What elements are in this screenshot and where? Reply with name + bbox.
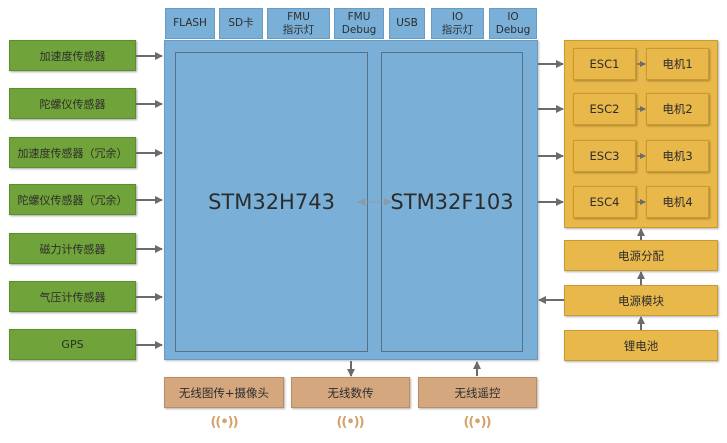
wireless-label: 无线数传 — [327, 385, 374, 400]
motor-1: 电机1 — [646, 48, 709, 80]
esc-2: ESC2 — [573, 93, 636, 125]
sensor-label: 陀螺仪传感器 — [39, 97, 106, 111]
peripheral-sd-card: SD卡 — [219, 8, 263, 39]
sensor-label: 磁力计传感器 — [39, 242, 106, 256]
motor-label: 电机1 — [662, 57, 693, 71]
fmu-processor: STM32H743 — [175, 52, 368, 352]
peripheral-sublabel: Debug — [341, 23, 377, 36]
power-distribution-label: 电源分配 — [618, 248, 664, 263]
sensor-magnetometer: 磁力计传感器 — [9, 233, 136, 264]
peripheral-label: IO — [507, 10, 519, 23]
motor-3: 电机3 — [646, 140, 709, 172]
io-processor-label: STM32F103 — [390, 190, 514, 214]
sensor-gyroscope: 陀螺仪传感器 — [9, 88, 136, 119]
power-module-label: 电源模块 — [618, 293, 664, 308]
battery-label: 锂电池 — [623, 338, 659, 353]
esc-1: ESC1 — [573, 48, 636, 80]
wireless-signal-icon: ((•)) — [194, 412, 254, 432]
sensor-label: 加速度传感器 — [39, 49, 106, 63]
power-module: 电源模块 — [564, 285, 718, 316]
motor-label: 电机3 — [662, 149, 693, 163]
peripheral-sublabel: 指示灯 — [441, 23, 474, 36]
peripheral-label: FMU — [287, 10, 310, 23]
wireless-remote-control: 无线遥控 — [418, 377, 537, 408]
sensor-barometer: 气压计传感器 — [9, 281, 136, 312]
motor-label: 电机4 — [662, 195, 693, 209]
sensor-accelerometer-redundant: 加速度传感器（冗余） — [9, 137, 136, 168]
fmu-processor-label: STM32H743 — [208, 190, 335, 214]
esc-label: ESC4 — [589, 195, 620, 209]
wireless-video-camera: 无线图传+摄像头 — [164, 377, 284, 408]
sensor-label: 陀螺仪传感器（冗余） — [17, 193, 128, 207]
motor-4: 电机4 — [646, 186, 709, 218]
wireless-label: 无线遥控 — [454, 385, 501, 400]
battery: 锂电池 — [564, 330, 718, 361]
signal-glyph: ((•)) — [463, 414, 491, 430]
esc-label: ESC2 — [589, 102, 620, 116]
signal-glyph: ((•)) — [336, 414, 364, 430]
sensor-label: 气压计传感器 — [39, 290, 106, 304]
esc-3: ESC3 — [573, 140, 636, 172]
peripheral-label: FMU — [347, 10, 371, 23]
motor-2: 电机2 — [646, 93, 709, 125]
signal-glyph: ((•)) — [210, 414, 238, 430]
wireless-telemetry: 无线数传 — [291, 377, 410, 408]
sensor-label: GPS — [61, 338, 84, 351]
peripheral-label: SD卡 — [228, 17, 254, 29]
esc-4: ESC4 — [573, 186, 636, 218]
peripheral-sublabel: 指示灯 — [282, 23, 315, 36]
wireless-signal-icon: ((•)) — [320, 412, 380, 432]
esc-label: ESC3 — [589, 149, 620, 163]
sensor-gyroscope-redundant: 陀螺仪传感器（冗余） — [9, 184, 136, 215]
io-processor: STM32F103 — [381, 52, 523, 352]
peripheral-label: USB — [396, 17, 418, 29]
power-distribution: 电源分配 — [564, 240, 718, 271]
sensor-label: 加速度传感器（冗余） — [17, 146, 128, 160]
peripheral-usb: USB — [389, 8, 425, 39]
sensor-gps: GPS — [9, 329, 136, 360]
peripheral-flash: FLASH — [165, 8, 215, 39]
sensor-accelerometer: 加速度传感器 — [9, 40, 136, 71]
peripheral-sublabel: Debug — [495, 23, 531, 36]
wireless-signal-icon: ((•)) — [447, 412, 507, 432]
wireless-label: 无线图传+摄像头 — [178, 385, 270, 400]
esc-label: ESC1 — [589, 57, 620, 71]
motor-label: 电机2 — [662, 102, 693, 116]
peripheral-label: IO — [451, 10, 464, 23]
peripheral-label: FLASH — [173, 17, 207, 29]
